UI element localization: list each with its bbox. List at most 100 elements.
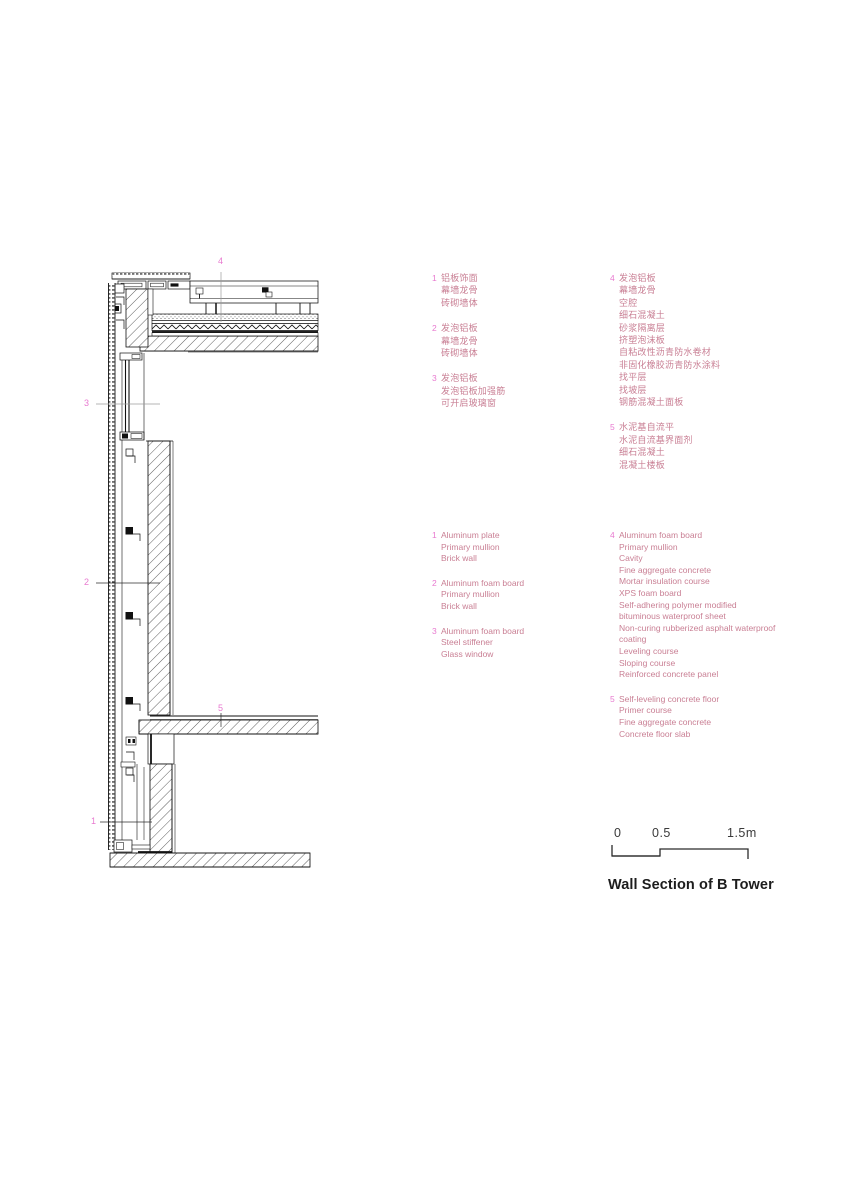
roof-xps-board (151, 323, 319, 331)
roof-coping-panels (117, 280, 191, 290)
note-line: 可开启玻璃窗 (441, 398, 497, 409)
note-line: Primer course (619, 705, 672, 716)
slab-edge-transom (120, 733, 175, 768)
glass-window (119, 352, 145, 441)
note-en-5: 5 Self-leveling concrete floor Primer co… (610, 694, 815, 740)
note-line: Cavity (619, 553, 643, 564)
note-number: 3 (432, 625, 437, 636)
note-line: 找平层 (619, 372, 647, 383)
note-line: 自粘改性沥青防水卷材 (619, 347, 712, 358)
note-line: Self-adhering polymer modified (619, 599, 737, 610)
note-line: Sloping course (619, 657, 676, 668)
note-line: 铝板饰面 (441, 273, 478, 283)
base-detail (109, 839, 311, 868)
mullion-anchors (125, 448, 141, 782)
note-number: 2 (432, 323, 437, 334)
note-en-2: 2 Aluminum foam board Primary mullion Br… (432, 578, 592, 613)
note-line: Primary mullion (619, 541, 678, 552)
note-cn-4: 4 发泡铝板 幕墙龙骨 空腔 细石混凝土 砂浆隔离层 挤塑泡沫板 自粘改性沥青防… (610, 272, 800, 408)
note-cn-2: 2 发泡铝板 幕墙龙骨 砖砌墙体 (432, 322, 582, 359)
note-line: Mortar insulation course (619, 576, 710, 587)
note-line: 发泡铝板 (441, 373, 478, 384)
note-line: 细石混凝土 (619, 447, 666, 458)
roof-soffit-band (189, 280, 319, 316)
roof-fine-aggregate-concrete (151, 313, 319, 321)
note-cn-5: 5 水泥基自流平 水泥自流基界面剂 细石混凝土 混凝土楼板 (610, 421, 800, 471)
note-line: Steel stiffener (441, 637, 493, 648)
note-cn-3: 3 发泡铝板 发泡铝板加强筋 可开启玻璃窗 (432, 372, 582, 409)
note-number: 3 (432, 373, 437, 384)
drawing-marker-2: 2 (84, 577, 90, 587)
note-line: Fine aggregate concrete (619, 716, 712, 727)
drawing-marker-4: 4 (218, 256, 224, 266)
note-line: 空腔 (619, 297, 638, 308)
note-en-3: 3 Aluminum foam board Steel stiffener Gl… (432, 626, 592, 661)
note-number: 1 (432, 530, 437, 540)
scale-bar: 0 0.5 1.5m (608, 820, 808, 870)
note-number: 4 (610, 530, 615, 540)
scale-tick-0: 0 (614, 826, 622, 840)
page-title: Wall Section of B Tower (608, 877, 774, 893)
roof-mortar-isolation (151, 320, 319, 324)
note-line: Primary mullion (441, 589, 500, 600)
note-line: XPS foam board (619, 587, 682, 598)
note-line: 挤塑泡沫板 (619, 335, 666, 346)
note-line: Aluminum foam board (441, 625, 525, 636)
note-line: Brick wall (441, 600, 477, 611)
notes-english-right: 4 Aluminum foam board Primary mullion Ca… (610, 530, 815, 740)
note-line: 发泡铝板 (441, 323, 478, 334)
note-line: 发泡铝板加强筋 (441, 385, 506, 396)
drawing-marker-5: 5 (218, 703, 224, 713)
aluminum-foam-cladding (108, 283, 116, 850)
note-number: 1 (432, 273, 437, 283)
note-line: Concrete floor slab (619, 728, 691, 739)
roof-rc-panel (139, 335, 319, 352)
brick-wall-lower (136, 763, 176, 855)
note-line: 混凝土楼板 (619, 459, 666, 470)
note-line: Leveling course (619, 645, 679, 656)
notes-english-left: 1 Aluminum plate Primary mullion Brick w… (432, 530, 592, 660)
note-line: 砖砌墙体 (441, 348, 478, 359)
note-line: Primary mullion (441, 541, 500, 552)
note-cn-1: 1 铝板饰面 幕墙龙骨 砖砌墙体 (432, 272, 582, 309)
scale-bar-graphic (611, 845, 749, 859)
note-line: 砖砌墙体 (441, 297, 478, 308)
note-line: Fine aggregate concrete (619, 564, 712, 575)
note-line: 砂浆隔离层 (619, 322, 666, 333)
note-line: 找坡层 (619, 384, 647, 395)
roof-waterproof-sheet (152, 330, 318, 333)
note-line: 细石混凝土 (619, 310, 666, 321)
note-line: Brick wall (441, 553, 477, 564)
brick-wall-upper (146, 440, 174, 716)
note-line: 非固化橡胶沥青防水涂料 (619, 359, 721, 370)
note-number: 5 (610, 422, 615, 433)
note-line: Non-curing rubberized asphalt waterproof (619, 622, 776, 633)
parapet-cap (111, 272, 191, 280)
drawing-marker-3: 3 (84, 398, 90, 408)
note-line: bituminous waterproof sheet (619, 611, 726, 622)
leader-lines (96, 272, 222, 823)
note-line: 水泥基自流平 (619, 422, 675, 433)
roof-leveling-course (151, 332, 319, 337)
note-line: 水泥自流基界面剂 (619, 434, 693, 445)
note-line: Self-leveling concrete floor (619, 693, 720, 704)
notes-chinese-right: 4 发泡铝板 幕墙龙骨 空腔 细石混凝土 砂浆隔离层 挤塑泡沫板 自粘改性沥青防… (610, 272, 800, 471)
note-number: 4 (610, 273, 615, 283)
note-line: 幕墙龙骨 (441, 285, 478, 296)
note-en-1: 1 Aluminum plate Primary mullion Brick w… (432, 530, 592, 565)
drawing-marker-1: 1 (91, 816, 97, 826)
note-line: Reinforced concrete panel (619, 669, 719, 680)
parapet-brackets (112, 283, 125, 329)
note-line: 钢筋混凝土面板 (619, 397, 684, 408)
note-number: 5 (610, 693, 615, 704)
note-number: 2 (432, 577, 437, 588)
note-line: Aluminum plate (441, 530, 500, 540)
parapet-upstand (125, 288, 154, 348)
notes-chinese-left: 1 铝板饰面 幕墙龙骨 砖砌墙体 2 发泡铝板 幕墙龙骨 砖砌墙体 3 发泡铝板… (432, 272, 582, 410)
note-line: 幕墙龙骨 (619, 285, 656, 296)
note-line: Glass window (441, 648, 494, 659)
note-line: 发泡铝板 (619, 273, 656, 283)
scale-tick-max: 1.5m (727, 826, 757, 840)
